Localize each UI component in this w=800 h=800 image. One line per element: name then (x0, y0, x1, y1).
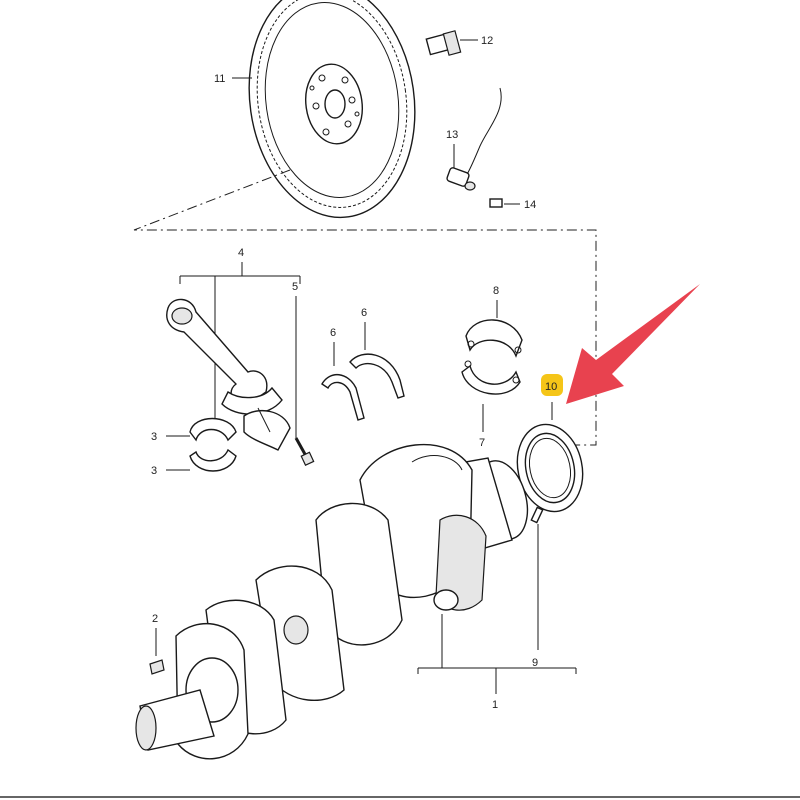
callout-14: 14 (524, 199, 536, 211)
flywheel-bolt (425, 30, 462, 56)
flywheel (248, 0, 416, 219)
main-bearing-upper (465, 319, 523, 358)
leader-1 (417, 614, 577, 694)
callout-7: 7 (479, 437, 485, 449)
sensor-screw (489, 198, 503, 208)
rod-bearing-upper (189, 417, 237, 442)
seal-ring (516, 423, 584, 513)
callout-11: 11 (214, 73, 225, 85)
callout-1: 1 (492, 699, 498, 711)
callout-10: 10 (545, 381, 557, 393)
dowel-pin (530, 506, 544, 524)
callout-9: 9 (532, 657, 538, 669)
callout-12: 12 (481, 35, 493, 47)
thrust-washer-right (349, 353, 405, 399)
callout-3a: 3 (151, 431, 157, 443)
callout-6a: 6 (330, 327, 336, 339)
thrust-washer-left (321, 374, 365, 421)
woodruff-key (149, 659, 165, 675)
rod-bolt (294, 437, 315, 467)
highlight-arrow (566, 284, 700, 404)
callout-10-badge[interactable]: 10 (541, 374, 563, 396)
callout-3b: 3 (151, 465, 157, 477)
speed-sensor (446, 87, 502, 191)
callout-8: 8 (493, 285, 499, 297)
leader-4 (179, 262, 301, 284)
assembly-line (133, 169, 597, 446)
rod-bearing-lower (189, 448, 237, 472)
crankshaft (135, 443, 529, 760)
callout-13: 13 (446, 129, 458, 141)
callout-6b: 6 (361, 307, 367, 319)
callout-5: 5 (292, 281, 298, 293)
callout-2: 2 (152, 613, 158, 625)
callout-4: 4 (238, 247, 244, 259)
main-bearing-lower (461, 360, 521, 395)
connecting-rod (166, 298, 291, 451)
